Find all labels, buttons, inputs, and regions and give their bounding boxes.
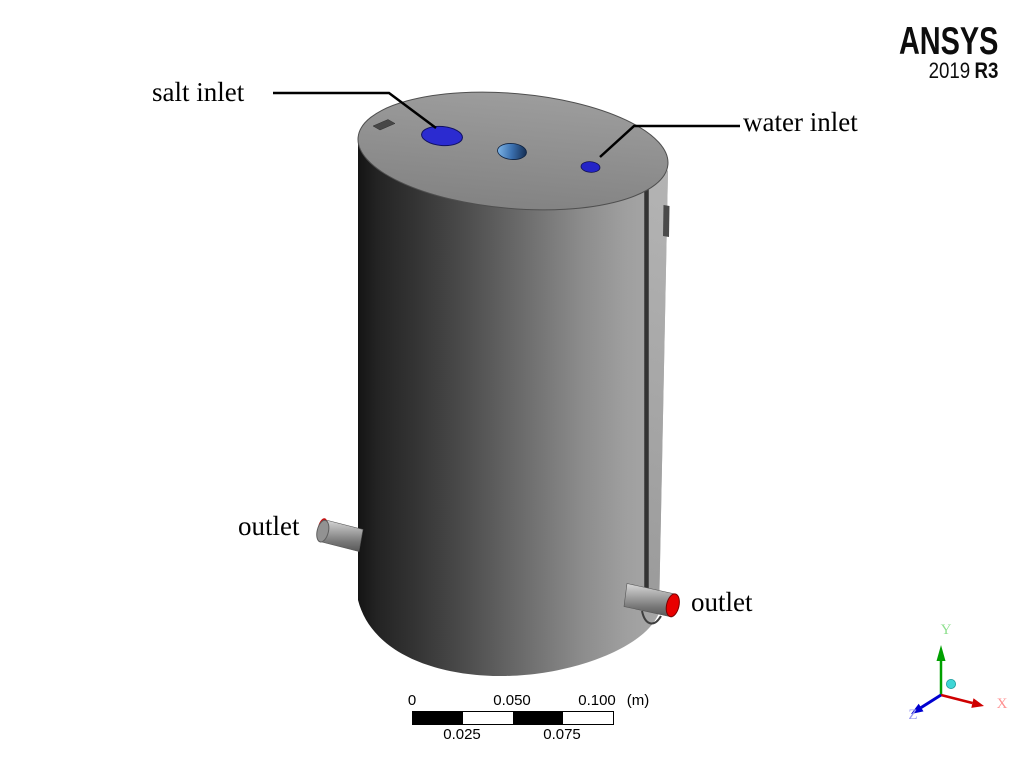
x-axis-arrow[interactable] bbox=[940, 693, 973, 705]
origin-sphere bbox=[946, 679, 957, 690]
ansys-logo-brand: ANSYS bbox=[898, 20, 998, 63]
scale-segment-2 bbox=[463, 712, 513, 724]
vessel-geometry[interactable] bbox=[315, 80, 682, 677]
orientation-triad[interactable]: Y X Z bbox=[908, 622, 1007, 723]
outlet-cap-left bbox=[316, 519, 330, 543]
ansys-logo-year: 2019 bbox=[928, 58, 970, 83]
z-axis-label: Z bbox=[908, 707, 917, 723]
scale-bar-ruler bbox=[412, 711, 614, 725]
outlet-pipe-left bbox=[316, 518, 364, 552]
annotation-water-inlet: water inlet bbox=[743, 107, 858, 137]
x-axis-arrowhead bbox=[971, 698, 984, 708]
leader-line-salt-inlet bbox=[273, 91, 437, 130]
y-axis-label: Y bbox=[941, 622, 952, 638]
groove-bottom-notch bbox=[641, 610, 662, 625]
center-inlet-hole bbox=[497, 143, 527, 160]
scale-segment-4 bbox=[563, 712, 613, 724]
scale-segment-3 bbox=[513, 712, 563, 724]
water-inlet-hole bbox=[580, 161, 601, 173]
z-axis-arrowhead bbox=[911, 703, 924, 714]
leader-line-water-inlet bbox=[599, 124, 740, 158]
outlet-face-right-red bbox=[665, 593, 680, 618]
annotation-outlet-right: outlet bbox=[691, 587, 753, 617]
annotation-outlet-left: outlet bbox=[238, 511, 300, 541]
y-axis-arrowhead bbox=[936, 645, 946, 661]
z-axis-arrow[interactable] bbox=[920, 693, 942, 709]
annotation-salt-inlet: salt inlet bbox=[152, 77, 245, 107]
ansys-logo-release: R3 bbox=[974, 58, 998, 83]
scale-tick-0075: 0.075 bbox=[543, 726, 581, 743]
scale-tick-0050: 0.050 bbox=[493, 692, 531, 709]
vessel-body bbox=[358, 143, 668, 677]
x-axis-label: X bbox=[997, 696, 1008, 712]
left-notch-slot bbox=[372, 119, 396, 131]
outlet-pipe-right bbox=[623, 583, 680, 618]
salt-inlet-hole bbox=[421, 125, 463, 147]
vessel-strip bbox=[648, 171, 668, 612]
scale-tick-0025: 0.025 bbox=[443, 726, 481, 743]
scale-segment-1 bbox=[413, 712, 463, 724]
scale-tick-0: 0 bbox=[407, 692, 417, 709]
groove-accent bbox=[663, 205, 670, 237]
scale-unit-label: (m) bbox=[626, 692, 650, 709]
scale-tick-0100: 0.100 bbox=[578, 692, 616, 709]
scale-bar: 0 0.050 0.100 (m) 0.025 0.075 bbox=[392, 692, 682, 746]
